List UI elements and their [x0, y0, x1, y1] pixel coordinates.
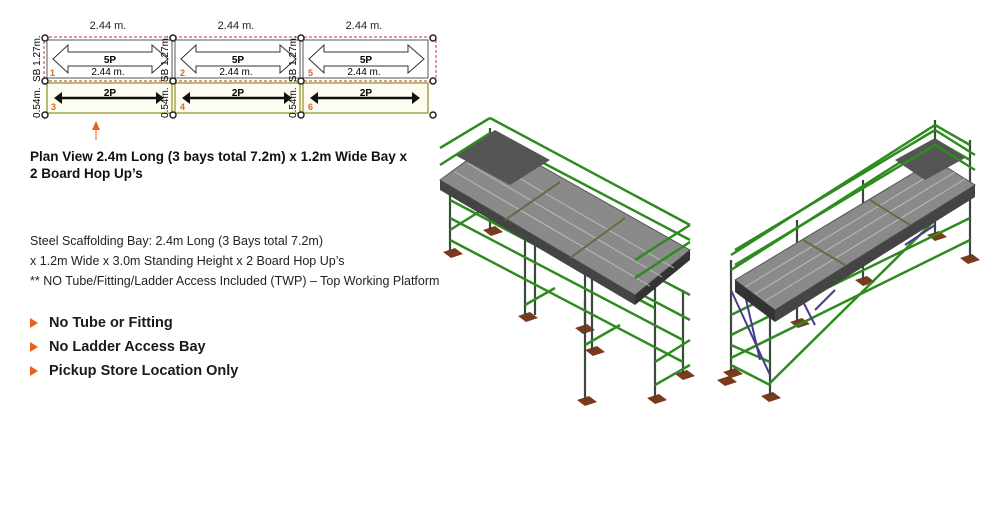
bay-label-2: 5P — [232, 55, 245, 66]
main-bay-outline — [43, 36, 437, 82]
base-plates — [443, 226, 695, 406]
guard-rails — [734, 128, 976, 267]
triangle-bullet-icon — [30, 342, 38, 352]
side-dim-sb-3: SB 1.27m. — [288, 35, 299, 82]
bullet-item: No Ladder Access Bay — [30, 335, 238, 359]
deck-platform — [734, 138, 976, 322]
inner-dim-3: 2.44 m. — [347, 67, 380, 78]
triangle-bullet-icon — [30, 318, 38, 328]
bullet-text: No Ladder Access Bay — [49, 339, 206, 355]
top-dim-1: 2.44 m. — [90, 20, 127, 32]
side-dim-hop: 0.54m. — [32, 87, 43, 118]
inner-dim-1: 2.44 m. — [91, 67, 124, 78]
side-dim-sb-2: SB 1.27m. — [160, 35, 171, 82]
scaffold-3d-view-right — [717, 120, 980, 402]
bullet-text: Pickup Store Location Only — [49, 363, 239, 379]
side-dim-sb: SB 1.27m. — [32, 35, 43, 82]
bay-label-1: 5P — [104, 55, 117, 66]
top-dim-3: 2.44 m. — [346, 20, 383, 32]
bullet-text: No Tube or Fitting — [49, 315, 173, 331]
feature-bullets: No Tube or Fitting No Ladder Access Bay … — [30, 311, 238, 383]
bay-label-3: 5P — [360, 55, 373, 66]
bullet-item: No Tube or Fitting — [30, 311, 238, 335]
scaffold-3d-view-left — [439, 116, 695, 406]
side-dim-hop-3: 0.54m. — [288, 87, 299, 118]
description-line-2: x 1.2m Wide x 3.0m Standing Height x 2 B… — [30, 254, 345, 268]
description-line-3: ** NO Tube/Fitting/Ladder Access Include… — [30, 274, 440, 288]
bay-number-2: 2 — [180, 68, 185, 78]
bullet-item: Pickup Store Location Only — [30, 359, 238, 383]
top-dim-2: 2.44 m. — [218, 20, 255, 32]
triangle-bullet-icon — [30, 366, 38, 376]
hop-number-3: 6 — [308, 102, 313, 112]
double-arrow-icon — [52, 43, 425, 75]
bay-number-1: 1 — [50, 68, 55, 78]
description: Steel Scaffolding Bay: 2.4m Long (3 Bays… — [30, 231, 460, 291]
plan-view-diagram: 2.44 m. 2.44 m. 2.44 m. 5P 5P 5P 2.44 m.… — [32, 20, 437, 140]
standard-post-markers — [41, 34, 437, 119]
deck-platform — [439, 130, 691, 305]
hop-number-1: 3 — [51, 102, 56, 112]
hop-label-3: 2P — [360, 88, 373, 99]
hop-number-2: 4 — [180, 102, 185, 112]
inner-dim-2: 2.44 m. — [219, 67, 252, 78]
side-dim-hop-2: 0.54m. — [160, 87, 171, 118]
bay-number-3: 5 — [308, 68, 313, 78]
description-line-1: Steel Scaffolding Bay: 2.4m Long (3 Bays… — [30, 234, 323, 248]
base-plates — [717, 231, 980, 402]
hop-arrowheads — [54, 92, 420, 104]
hop-label-2: 2P — [232, 88, 245, 99]
hop-label-1: 2P — [104, 88, 117, 99]
pointer-arrow-icon — [92, 121, 100, 140]
guard-rails — [439, 116, 691, 280]
plan-view-title: Plan View 2.4m Long (3 bays total 7.2m) … — [30, 149, 408, 181]
